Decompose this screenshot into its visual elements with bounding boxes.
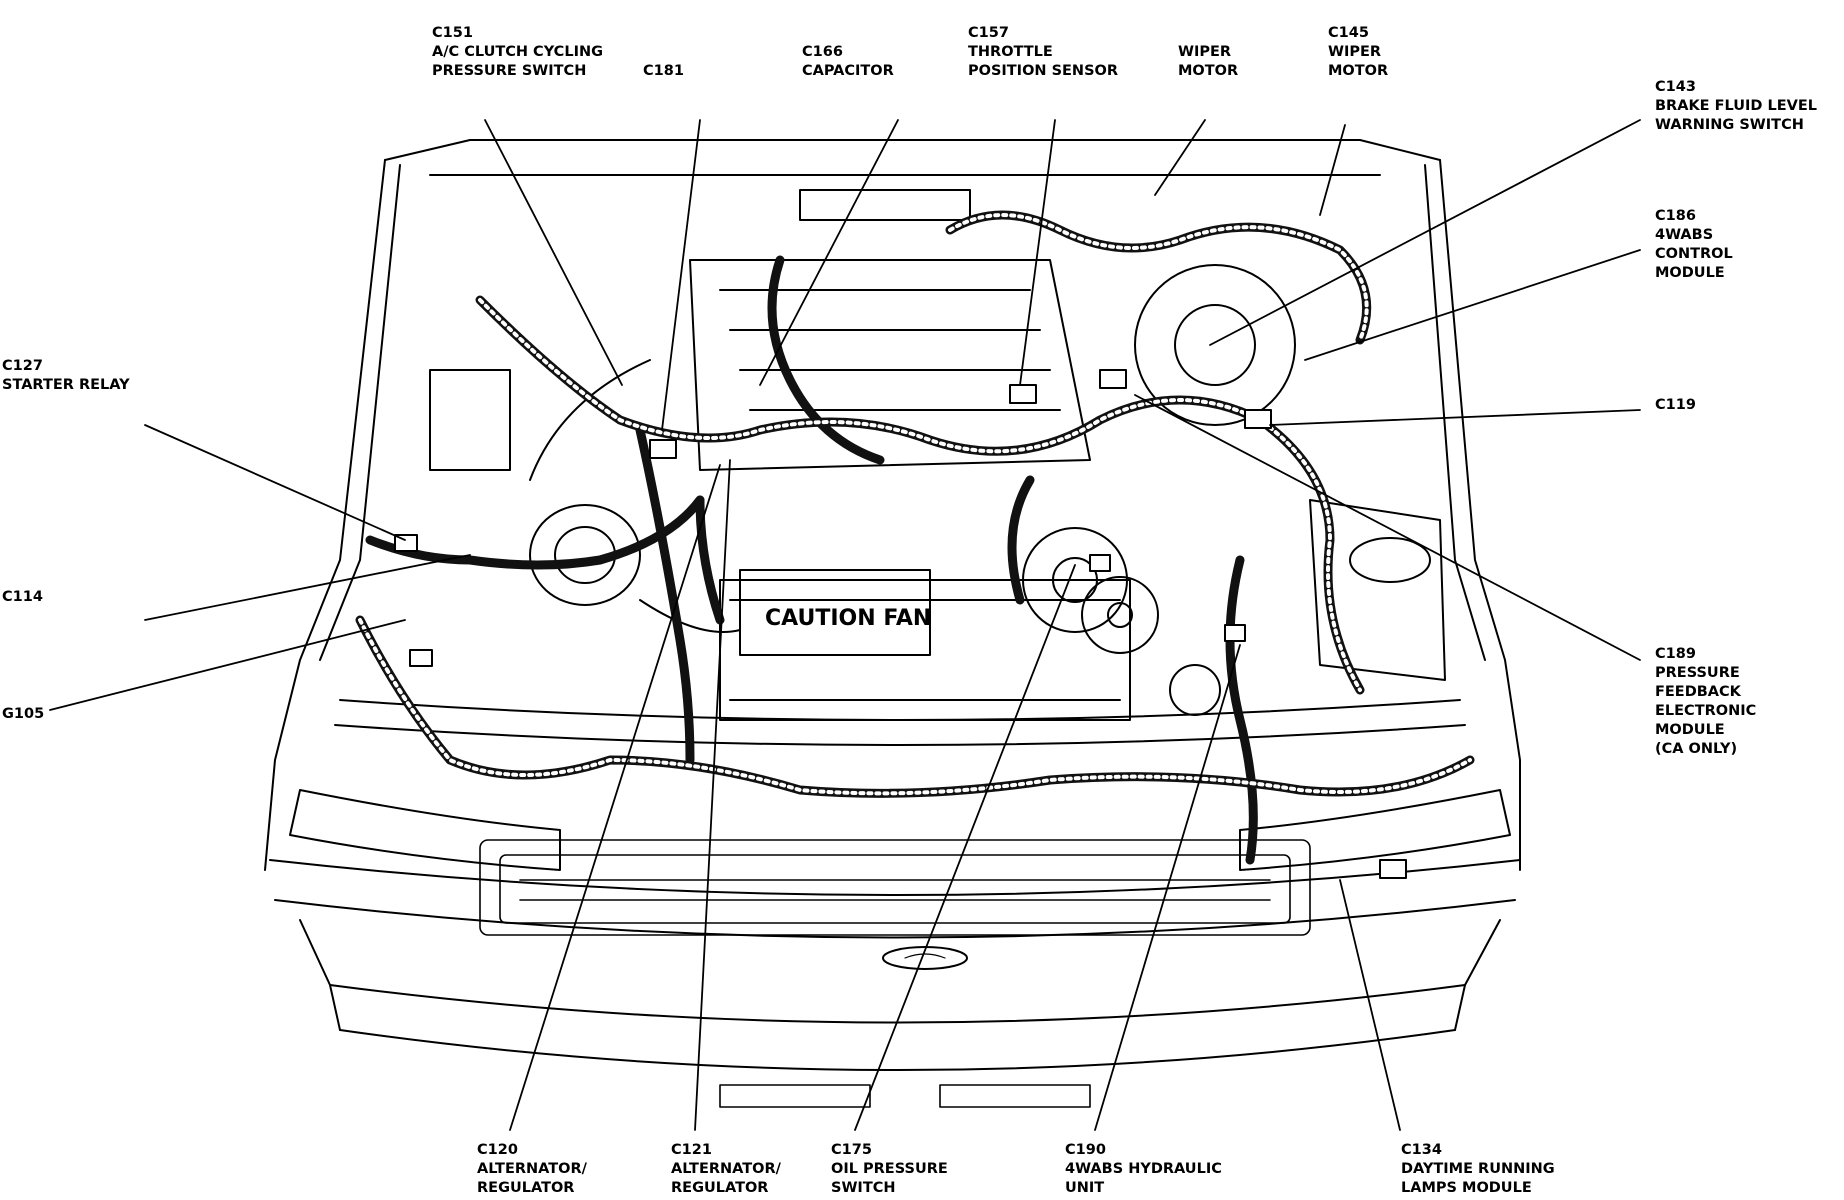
label-c127-line-2: STARTER RELAY: [2, 377, 130, 393]
label-c151-line-1: C151: [432, 25, 473, 41]
label-c190-line-3: UNIT: [1065, 1180, 1105, 1196]
label-c151-line-2: A/C CLUTCH CYCLING: [432, 44, 603, 60]
label-c189-line-6: (CA ONLY): [1655, 741, 1738, 757]
leader-lines: [49, 119, 1641, 1131]
label-c175-line-1: C175: [831, 1142, 872, 1158]
label-c121-line-2: ALTERNATOR/: [671, 1161, 781, 1177]
label-c190-line-1: C190: [1065, 1142, 1106, 1158]
label-c186-line-3: CONTROL: [1655, 246, 1733, 262]
label-c189-line-2: PRESSURE: [1655, 665, 1740, 681]
label-c186-line-4: MODULE: [1655, 265, 1725, 281]
label-c127: C127 STARTER RELAY: [2, 357, 130, 395]
label-c189-line-5: MODULE: [1655, 722, 1725, 738]
label-c134: C134 DAYTIME RUNNING LAMPS MODULE: [1401, 1141, 1555, 1198]
label-c157-line-1: C157: [968, 25, 1009, 41]
left-headlight: [289, 789, 561, 871]
label-c166-line-2: CAPACITOR: [802, 63, 894, 79]
label-c134-line-3: LAMPS MODULE: [1401, 1180, 1532, 1196]
label-c114-line-1: C114: [2, 589, 43, 605]
connectors: [394, 369, 1407, 879]
wiring-harness-inner: [358, 213, 1472, 796]
label-c189-line-4: ELECTRONIC: [1655, 703, 1757, 719]
label-c190-line-2: 4WABS HYDRAULIC: [1065, 1161, 1222, 1177]
label-c145: C145 WIPER MOTOR: [1328, 24, 1388, 81]
label-c120: C120 ALTERNATOR/ REGULATOR: [477, 1141, 587, 1198]
label-c175-line-3: SWITCH: [831, 1180, 896, 1196]
label-wiper-motor-line-1: WIPER: [1178, 44, 1232, 60]
label-c114: C114: [2, 588, 43, 607]
label-c119-line-1: C119: [1655, 397, 1696, 413]
wiring-harness: [355, 210, 1475, 865]
fan-shroud-label: CAUTION FAN: [765, 606, 931, 631]
label-c143-line-1: C143: [1655, 79, 1696, 95]
label-c157-line-2: THROTTLE: [968, 44, 1053, 60]
alternator: [1022, 527, 1221, 716]
front-bumper: [269, 859, 1521, 1071]
brake-booster: [1134, 264, 1296, 426]
label-c186: C186 4WABS CONTROL MODULE: [1655, 207, 1733, 283]
label-c151: C151 A/C CLUTCH CYCLING PRESSURE SWITCH: [432, 24, 603, 81]
ford-emblem: [882, 946, 968, 970]
label-c143-line-3: WARNING SWITCH: [1655, 117, 1804, 133]
label-c127-line-1: C127: [2, 358, 43, 374]
label-c157: C157 THROTTLE POSITION SENSOR: [968, 24, 1118, 81]
label-c143: C143 BRAKE FLUID LEVEL WARNING SWITCH: [1655, 78, 1817, 135]
label-c151-line-3: PRESSURE SWITCH: [432, 63, 587, 79]
label-c121-line-3: REGULATOR: [671, 1180, 769, 1196]
label-g105: G105: [2, 705, 44, 724]
label-c145-line-3: MOTOR: [1328, 63, 1389, 79]
body-outline: [264, 139, 1521, 871]
label-c189-line-3: FEEDBACK: [1655, 684, 1741, 700]
label-g105-line-1: G105: [2, 706, 45, 722]
label-c186-line-1: C186: [1655, 208, 1696, 224]
label-c166-line-1: C166: [802, 44, 843, 60]
label-c120-line-1: C120: [477, 1142, 518, 1158]
label-c143-line-2: BRAKE FLUID LEVEL: [1655, 98, 1818, 114]
label-c157-line-3: POSITION SENSOR: [968, 63, 1119, 79]
fan-shroud: [739, 569, 931, 656]
starter-relay-box: [429, 369, 511, 471]
label-c175-line-2: OIL PRESSURE: [831, 1161, 948, 1177]
coolant-reservoir: [1309, 499, 1446, 681]
label-c145-line-1: C145: [1328, 25, 1369, 41]
label-wiper-motor: WIPER MOTOR: [1178, 43, 1238, 81]
label-c186-line-2: 4WABS: [1655, 227, 1714, 243]
label-c120-line-3: REGULATOR: [477, 1180, 575, 1196]
label-wiper-motor-line-2: MOTOR: [1178, 63, 1239, 79]
label-c189-line-1: C189: [1655, 646, 1696, 662]
label-c166: C166 CAPACITOR: [802, 43, 894, 81]
label-c134-line-2: DAYTIME RUNNING: [1401, 1161, 1555, 1177]
radiator-support: [334, 579, 1466, 746]
label-c120-line-2: ALTERNATOR/: [477, 1161, 587, 1177]
label-c134-line-1: C134: [1401, 1142, 1442, 1158]
label-c119: C119: [1655, 396, 1696, 415]
label-c190: C190 4WABS HYDRAULIC UNIT: [1065, 1141, 1222, 1198]
label-c175: C175 OIL PRESSURE SWITCH: [831, 1141, 948, 1198]
label-c181: C181: [643, 62, 684, 81]
label-c181-line-1: C181: [643, 63, 684, 79]
label-c145-line-2: WIPER: [1328, 44, 1382, 60]
right-headlight: [1239, 789, 1511, 871]
engine-block: [689, 189, 1091, 471]
label-c121-line-1: C121: [671, 1142, 712, 1158]
label-c121: C121 ALTERNATOR/ REGULATOR: [671, 1141, 781, 1198]
label-c189: C189 PRESSURE FEEDBACK ELECTRONIC MODULE…: [1655, 645, 1756, 759]
grille: [479, 839, 1311, 1108]
